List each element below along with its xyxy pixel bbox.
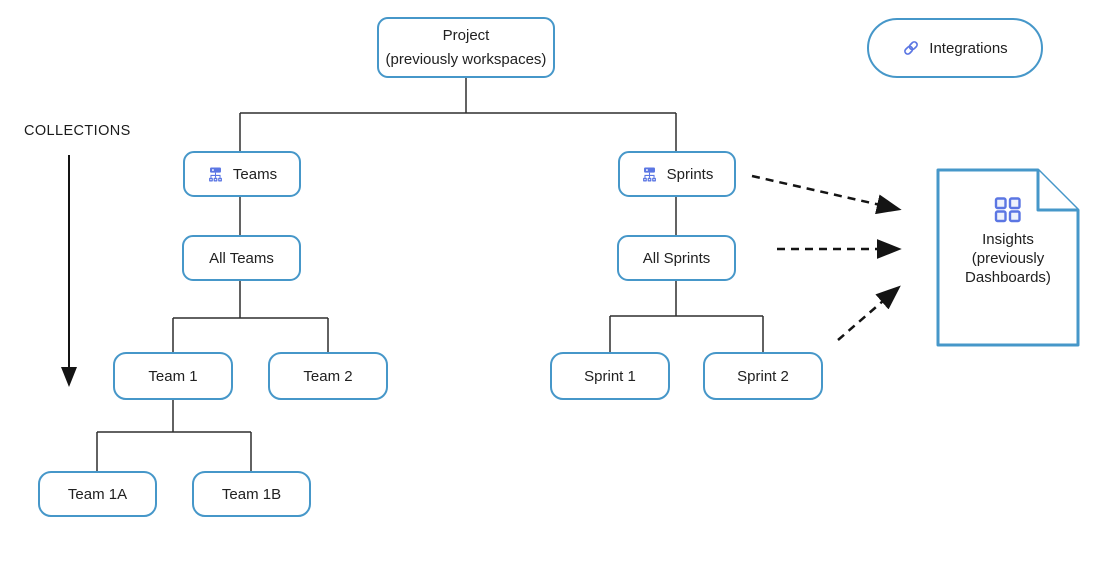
collections-label: COLLECTIONS — [24, 123, 131, 139]
team-1a-label: Team 1A — [67, 485, 128, 503]
org-chart-icon — [641, 166, 658, 183]
node-sprint-1: Sprint 1 — [550, 352, 670, 400]
link-icon — [902, 39, 920, 57]
node-insights: Insights (previously Dashboards) — [928, 160, 1090, 356]
all-sprints-label: All Sprints — [642, 249, 711, 267]
all-teams-label: All Teams — [209, 249, 274, 267]
project-label-line2: (previously workspaces) — [385, 50, 547, 68]
node-sprint-2: Sprint 2 — [703, 352, 823, 400]
org-chart-icon — [207, 166, 224, 183]
arrow-sprints-to-insights — [751, 174, 902, 215]
dashboard-grid-icon — [994, 197, 1022, 223]
sprint-2-label: Sprint 2 — [737, 367, 789, 385]
node-team-2: Team 2 — [268, 352, 388, 400]
insights-label-line1: Insights — [982, 231, 1034, 248]
node-project: Project (previously workspaces) — [377, 17, 555, 78]
node-integrations: Integrations — [867, 18, 1043, 78]
node-all-sprints: All Sprints — [617, 235, 736, 281]
sprints-label: Sprints — [666, 165, 714, 183]
node-team-1: Team 1 — [113, 352, 233, 400]
dashed-arrows — [751, 174, 902, 341]
arrow-sprint2-to-insights — [837, 285, 901, 341]
node-team-1b: Team 1B — [192, 471, 311, 517]
teams-label: Teams — [232, 165, 278, 183]
team-1b-label: Team 1B — [221, 485, 282, 503]
insights-label-line3: Dashboards) — [965, 269, 1051, 286]
insights-label-line2: (previously — [971, 250, 1045, 267]
integrations-label: Integrations — [929, 39, 1008, 57]
node-team-1a: Team 1A — [38, 471, 157, 517]
node-teams: Teams — [183, 151, 301, 197]
sprint-1-label: Sprint 1 — [584, 367, 636, 385]
insights-label: Insights (previously Dashboards) — [938, 230, 1078, 287]
team-2-label: Team 2 — [303, 367, 353, 385]
project-label-line1: Project — [442, 26, 490, 44]
team-1-label: Team 1 — [148, 367, 198, 385]
node-all-teams: All Teams — [182, 235, 301, 281]
node-sprints: Sprints — [618, 151, 736, 197]
